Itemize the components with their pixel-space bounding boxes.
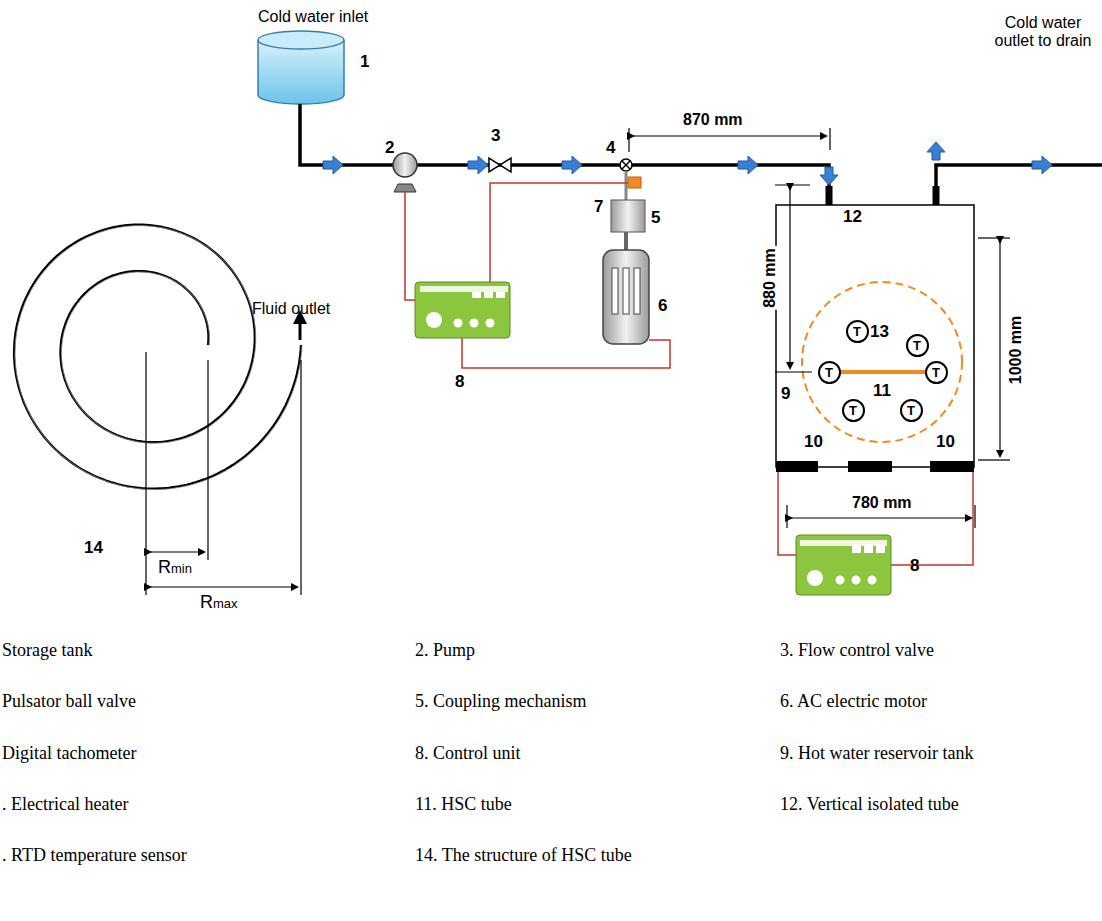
radius-label: Rmax [200,592,238,613]
rtd-sensor: T [906,334,929,357]
callout-number: 2 [385,138,394,158]
callout-number: 10 [804,432,823,452]
legend-item: . Electrical heater [2,794,128,815]
legend-item: Digital tachometer [2,743,136,764]
storage-tank [258,31,344,104]
pump [393,153,417,192]
dimension-text: 1000 mm [1007,314,1025,387]
radius-dimension [146,352,301,595]
rtd-sensor: T [818,361,841,384]
sensor-letter: T [849,403,857,418]
rtd-sensor: T [842,399,865,422]
heater [776,461,974,472]
legend-item: 14. The structure of HSC tube [415,845,632,866]
legend-item: 5. Coupling mechanism [415,691,586,712]
dimension-line [629,128,1010,528]
rtd-sensor: T [846,320,869,343]
legend-item: . RTD temperature sensor [2,845,187,866]
water-pipe [300,104,1102,186]
legend-item: 2. Pump [415,640,475,661]
legend-item: 3. Flow control valve [780,640,934,661]
ac-motor [603,250,649,344]
legend-item: 12. Vertical isolated tube [780,794,959,815]
legend-item: Pulsator ball valve [2,691,136,712]
legend-item: 9. Hot water reservoir tank [780,743,973,764]
legend-item: 11. HSC tube [415,794,512,815]
hsc-tube [829,370,936,374]
signal-wire [405,183,973,565]
dimension-text: 780 mm [852,494,912,512]
sensor-letter: T [932,365,940,380]
control-unit [796,535,891,595]
callout-number: 7 [594,197,603,217]
callout-number: 3 [491,126,500,146]
legend-item: 6. AC electric motor [780,691,927,712]
callout-number: 9 [781,384,790,404]
legend-item: 8. Control unit [415,743,521,764]
callout-number: 8 [910,556,919,576]
callout-number: 8 [455,372,464,392]
tachometer [628,177,641,188]
sensor-letter: T [853,324,861,339]
callout-number: 4 [606,138,615,158]
flow-arrow [323,142,1052,185]
flow-control-valve [489,158,511,172]
hsc-spiral [14,225,307,490]
reservoir-tank [776,205,974,467]
dimension-text: 870 mm [683,111,743,129]
sensor-letter: T [825,365,833,380]
sensor-letter: T [907,403,915,418]
outlet-label: Fluid outlet [252,300,330,318]
coupling [611,200,645,232]
control-unit [415,282,510,338]
sensor-letter: T [913,338,921,353]
callout-number: 1 [360,52,369,72]
callout-number: 11 [873,381,891,401]
dimension-text: 880 mm [761,246,779,310]
hsc-region [802,282,962,442]
outlet-label: Cold water outlet to drain [988,14,1098,50]
rtd-sensor: T [925,361,948,384]
callout-number: 6 [658,296,667,316]
callout-number: 5 [651,208,660,228]
legend-item: Storage tank [2,640,92,661]
callout-number: 12 [843,207,862,227]
radius-label: Rmin [158,557,192,578]
rtd-sensor: T [900,399,923,422]
callout-number: 14 [84,538,103,558]
shaft [624,232,628,252]
inlet-label: Cold water inlet [258,8,368,26]
callout-number: 13 [870,322,889,342]
callout-number: 10 [936,432,955,452]
